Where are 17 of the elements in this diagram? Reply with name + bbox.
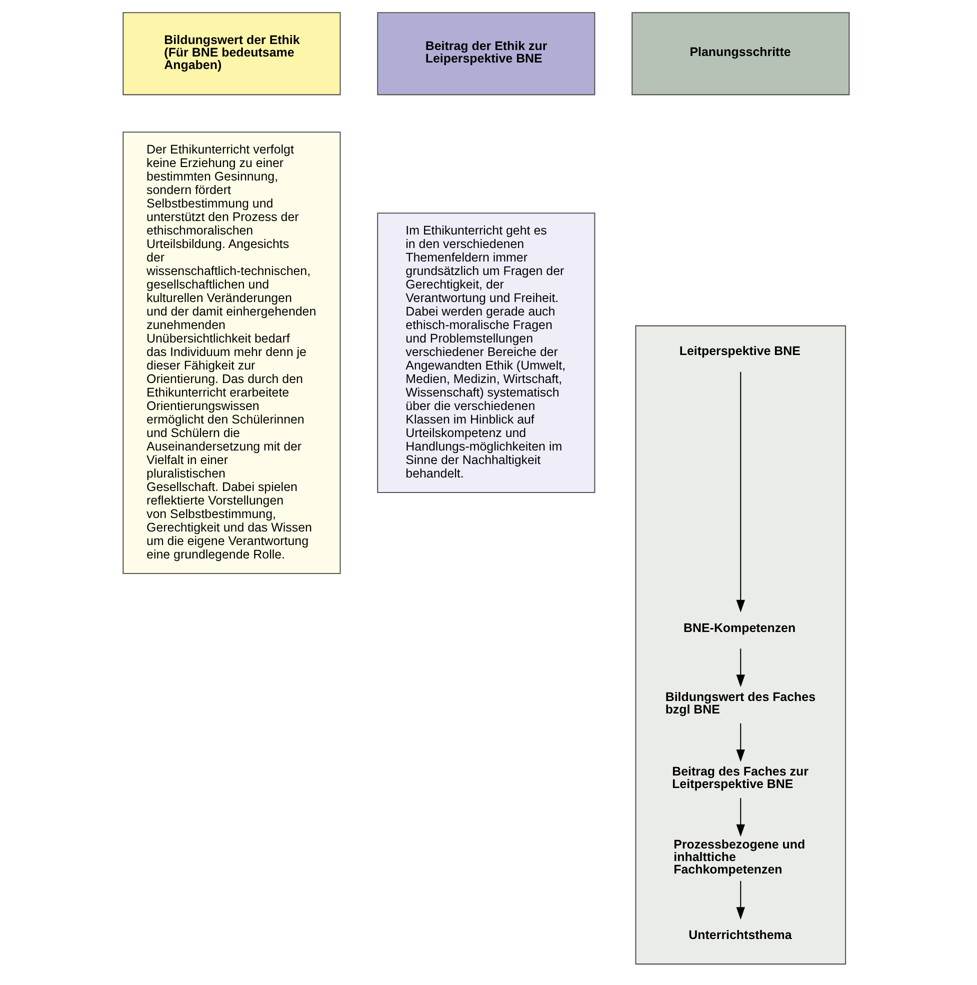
node-box: Im Ethikunterricht geht es in den verschiedenen Themenfeldern immer grundsätzlich um Fragen der Gerechtigkeit, der Verantwortung und Freiheit. Dabei werden gerade auch ethisch-moralische Fragen und Problemstellungen verschiedener Bereiche der Angewandten Ethik (Umwelt, Medien, Medizin, Wirtschaft, Wissenschaft) systematisch über die verschiedenen Klassen im Hinblick auf Urteilskompetenz und Handlungs-möglichkeiten im Sinne der Nachhaltigkeit behandelt. [377, 212, 596, 494]
node-text: Beitrag des Faches zur Leitperspektive BNE [672, 764, 808, 792]
arrow [736, 723, 745, 762]
node-box: Bildungswert der Ethik (Für BNE bedeutsame Angaben) [122, 12, 341, 96]
node-text: Leitperspektive BNE [679, 344, 800, 358]
arrow [736, 880, 745, 920]
node-box: Planungsschritte [632, 12, 850, 96]
cluster [635, 325, 846, 965]
node-text: Bildungswert des Faches bzgl BNE [665, 690, 816, 716]
arrow [736, 372, 745, 612]
node-box: Der Ethikunterricht verfolgt keine Erziehung zu einer bestimmten Gesinnung, sondern fördert Selbstbestimmung und unterstützt den Prozess der ethischmoralischen Urteilsbildung. Angesichts der wissenschaftlich-technischen, gesellschaftlichen und kulturellen Veränderungen und der damit einhergehenden zunehmenden Unübersichtlichkeit bedarf das Individuum mehr denn je dieser Fähigkeit zur Orientierung. Das durch den Ethikunterricht erarbeitete Orientierungswissen ermöglicht den Schülerinnen und Schülern die Auseinandersetzung mit der Vielfalt in einer pluralistischen Gesellschaft. Dabei spielen reflektierte Vorstellungen von Selbstbestimmung, Gerechtigkeit und das Wissen um die eigene Verantwortung eine grundlegende Rolle. [122, 132, 341, 574]
node-text: Unterrichtsthema [688, 928, 792, 942]
node-text: BNE-Kompetenzen [684, 620, 796, 635]
arrow [736, 648, 745, 688]
arrow [736, 798, 745, 837]
node-text: Prozessbezogene und inhalttiche Fachkompetenzen [674, 837, 806, 876]
node-box: Beitrag der Ethik zur Leiperspektive BNE [377, 12, 596, 96]
